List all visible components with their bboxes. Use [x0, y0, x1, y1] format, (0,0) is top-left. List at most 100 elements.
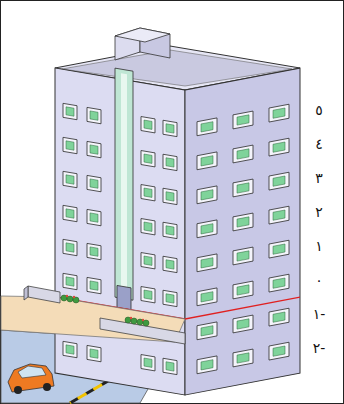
window-frame — [269, 104, 289, 122]
window-frame — [197, 288, 217, 306]
wall — [55, 68, 185, 395]
window-frame — [233, 281, 253, 299]
car — [8, 364, 54, 394]
window-frame — [233, 213, 253, 231]
window-glass — [66, 277, 74, 286]
window-frame — [87, 345, 101, 361]
window-frame — [163, 188, 177, 204]
floor-number: ٢- — [304, 340, 334, 356]
window-frame — [197, 118, 217, 136]
window-glass — [66, 175, 74, 184]
window-glass — [66, 209, 74, 218]
window-glass — [144, 256, 152, 265]
floor-number: ١- — [304, 306, 334, 322]
window-frame — [197, 186, 217, 204]
window-glass — [201, 360, 213, 370]
window-frame — [141, 117, 155, 133]
window-frame — [87, 243, 101, 259]
window-glass — [90, 349, 98, 358]
floor-number: ١ — [304, 238, 334, 254]
window-glass — [273, 142, 285, 152]
low-wall — [100, 318, 185, 344]
window-glass — [166, 192, 174, 201]
window-frame — [269, 172, 289, 190]
window-glass — [201, 156, 213, 166]
window-glass — [66, 243, 74, 252]
window-frame — [269, 240, 289, 258]
window-frame — [163, 358, 177, 374]
window-frame — [141, 253, 155, 269]
window-frame — [87, 175, 101, 191]
window-glass — [273, 346, 285, 356]
window-glass — [90, 145, 98, 154]
window-frame — [63, 137, 77, 153]
window-glass — [273, 210, 285, 220]
floor-number: ٤ — [304, 136, 334, 152]
window-glass — [144, 154, 152, 163]
stair-box — [115, 28, 170, 42]
window-glass — [201, 326, 213, 336]
window-glass — [90, 281, 98, 290]
window-frame — [163, 120, 177, 136]
entrance — [117, 285, 131, 309]
window-frame — [141, 355, 155, 371]
window-frame — [269, 308, 289, 326]
window-glass — [201, 292, 213, 302]
window-glass — [144, 120, 152, 129]
window-frame — [63, 273, 77, 289]
window-frame — [197, 152, 217, 170]
window-glass — [237, 285, 249, 295]
window-frame — [197, 322, 217, 340]
left-face — [55, 58, 185, 395]
window-frame — [197, 356, 217, 374]
window-frame — [233, 315, 253, 333]
window-glass — [90, 247, 98, 256]
window-frame — [163, 256, 177, 272]
window-glass — [166, 226, 174, 235]
window-frame — [233, 145, 253, 163]
window-frame — [197, 220, 217, 238]
window-frame — [63, 239, 77, 255]
window-frame — [233, 179, 253, 197]
window-glass — [237, 183, 249, 193]
low-wall — [28, 286, 60, 303]
window-frame — [233, 349, 253, 367]
window-frame — [63, 341, 77, 357]
window-glass — [237, 251, 249, 261]
window-frame — [141, 219, 155, 235]
window-glass — [66, 107, 74, 116]
window-glass — [144, 290, 152, 299]
window-frame — [87, 141, 101, 157]
floor-number: ٠ — [304, 272, 334, 288]
window-glass — [237, 353, 249, 363]
window-glass — [273, 108, 285, 118]
window-frame — [87, 107, 101, 123]
window-glass — [201, 224, 213, 234]
window-glass — [273, 244, 285, 254]
window-frame — [141, 151, 155, 167]
window-glass — [144, 222, 152, 231]
window-glass — [166, 362, 174, 371]
floor-number: ٢ — [304, 204, 334, 220]
window-frame — [163, 222, 177, 238]
floor-number: ٣ — [304, 170, 334, 186]
window-glass — [166, 158, 174, 167]
window-glass — [237, 115, 249, 125]
window-glass — [273, 278, 285, 288]
window-glass — [237, 149, 249, 159]
window-frame — [63, 103, 77, 119]
window-frame — [163, 290, 177, 306]
window-glass — [90, 179, 98, 188]
floor-number: ٥ — [304, 102, 334, 118]
window-glass — [90, 213, 98, 222]
window-frame — [87, 277, 101, 293]
wall — [185, 68, 300, 395]
window-glass — [66, 345, 74, 354]
low-wall — [24, 286, 28, 300]
window-frame — [233, 111, 253, 129]
ground-line — [185, 297, 300, 319]
window-frame — [63, 205, 77, 221]
window-frame — [269, 138, 289, 156]
